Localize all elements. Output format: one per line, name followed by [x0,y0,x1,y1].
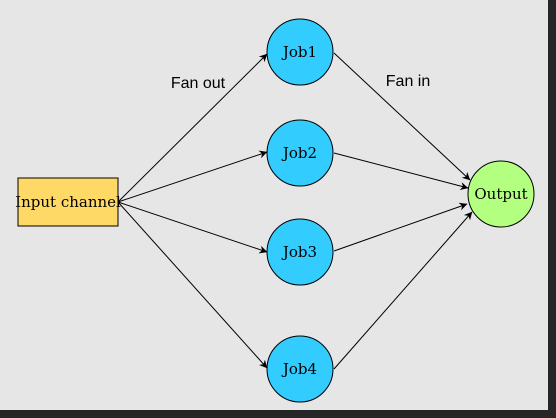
job1-node [266,18,334,86]
job3-node [266,218,334,286]
diagram-canvas: Input channel Job1 Job2 Job3 Job4 Output… [0,0,548,410]
edge-input-job2 [117,150,268,203]
edge-job4-output [333,211,473,370]
fan-out-fan-in-diagram: Input channel Job1 Job2 Job3 Job4 Output… [15,18,535,403]
fan-in-label: Fan in [386,73,430,90]
job4-node [266,335,334,403]
edge-job2-output [333,152,469,190]
output-label: Output [474,185,527,203]
edge-input-job1 [117,53,268,203]
edge-job1-output [333,52,471,181]
edge-job3-output [333,202,468,252]
job4-label: Job4 [281,360,317,378]
output-node [467,160,535,228]
job2-node [266,119,334,187]
input-channel-label: Input channel [15,193,121,211]
job3-label: Job3 [281,243,317,261]
edge-input-job4 [117,201,268,369]
edge-input-job3 [117,201,268,254]
job2-label: Job2 [281,144,317,162]
job1-label: Job1 [281,43,317,61]
fan-out-label: Fan out [171,75,226,92]
input-channel-box [17,177,119,227]
